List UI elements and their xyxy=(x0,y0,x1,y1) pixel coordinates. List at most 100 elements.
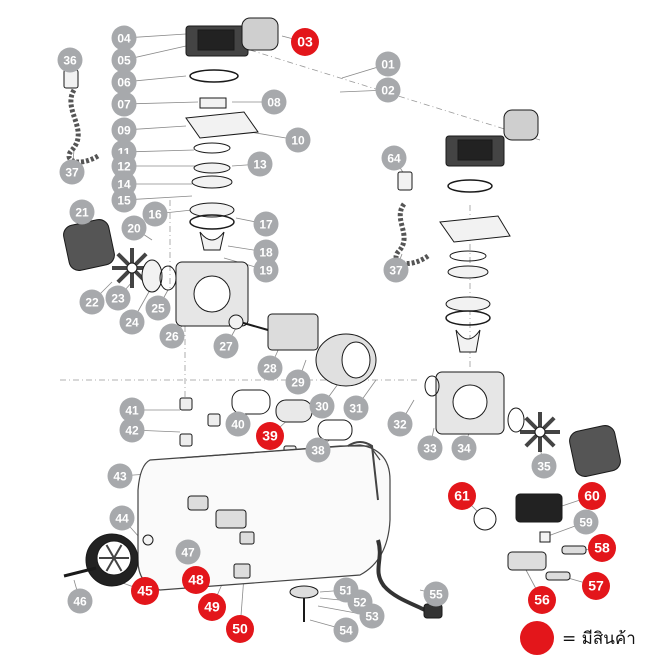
callout: 25 xyxy=(145,295,171,321)
reed-left xyxy=(199,97,227,109)
callout: 37 xyxy=(383,257,409,283)
callout-number: 03 xyxy=(297,34,313,50)
quick-coupler-57 xyxy=(545,571,571,581)
power-cord xyxy=(376,539,430,614)
legend-red-dot-icon xyxy=(520,621,554,655)
callout-circle xyxy=(213,333,239,359)
air-filter-left xyxy=(241,17,279,51)
callout-number: 19 xyxy=(259,264,273,278)
callout-number: 12 xyxy=(117,160,131,174)
callout-number: 40 xyxy=(231,418,245,432)
callout-number: 49 xyxy=(204,599,220,615)
callout-number: 21 xyxy=(75,206,89,220)
callout-circle xyxy=(448,482,476,510)
callout-circle xyxy=(109,505,135,531)
callout-number: 58 xyxy=(594,540,610,556)
callout-number: 54 xyxy=(339,624,353,638)
callout-number: 45 xyxy=(137,583,153,599)
callout: 53 xyxy=(359,603,385,629)
piston-left xyxy=(189,202,235,218)
callout-circle xyxy=(578,482,606,510)
callout: 40 xyxy=(225,411,251,437)
pressure-switch xyxy=(515,493,563,523)
valve-plate-right xyxy=(439,215,511,243)
callout-circle xyxy=(451,435,477,461)
legend: = มีสินค้า xyxy=(520,621,636,655)
callout: 07 xyxy=(111,91,137,117)
callout-circle xyxy=(381,145,407,171)
callout-circle xyxy=(256,422,284,450)
callout-number: 30 xyxy=(315,400,329,414)
safety-valve-59 xyxy=(539,531,551,543)
callout-circle xyxy=(111,91,137,117)
callout-circle xyxy=(225,411,251,437)
capacitor-40 xyxy=(231,389,271,415)
callout-number: 38 xyxy=(311,444,325,458)
callout-circle xyxy=(175,539,201,565)
ring-left-b xyxy=(193,162,231,174)
switch-49 xyxy=(239,531,255,545)
fan-hub xyxy=(126,262,138,274)
callout-number: 57 xyxy=(588,578,604,594)
callout-number: 44 xyxy=(115,512,129,526)
callout: 47 xyxy=(175,539,201,565)
callout-number: 36 xyxy=(63,54,77,68)
rotor-shaft xyxy=(239,321,269,331)
valve-plate-left xyxy=(185,111,259,139)
callout: 36 xyxy=(57,47,83,73)
callout-number: 07 xyxy=(117,98,131,112)
wheel-washer xyxy=(142,534,154,546)
callout: 29 xyxy=(285,369,311,395)
pressure-gauge xyxy=(473,507,497,531)
callout-number: 59 xyxy=(579,516,593,530)
callout: 28 xyxy=(257,355,283,381)
callout-circle xyxy=(528,586,556,614)
callout-circle xyxy=(79,289,105,315)
callout-number: 13 xyxy=(253,158,267,172)
callout: 43 xyxy=(107,463,133,489)
callout: 10 xyxy=(285,127,311,153)
callout-circle xyxy=(57,47,83,73)
callout-available: 50 xyxy=(226,615,254,643)
piston-ring-left xyxy=(189,214,235,230)
valve-50 xyxy=(233,563,251,579)
callout-circle xyxy=(247,151,273,177)
callout-number: 48 xyxy=(188,572,204,588)
callout: 30 xyxy=(309,393,335,419)
callout-number: 28 xyxy=(263,362,277,376)
callout-number: 31 xyxy=(349,402,363,416)
callout-number: 18 xyxy=(259,246,273,260)
seal-right xyxy=(507,407,525,433)
callout-circle xyxy=(417,435,443,461)
callout: 13 xyxy=(247,151,273,177)
head-gasket-left xyxy=(189,69,239,83)
callout-number: 51 xyxy=(339,584,353,598)
fitting-right xyxy=(397,171,413,191)
air-filter-right xyxy=(503,109,539,141)
damper-mount xyxy=(179,433,193,447)
callout-number: 16 xyxy=(148,208,162,222)
callout-number: 27 xyxy=(219,340,233,354)
callout: 35 xyxy=(531,453,557,479)
callout: 04 xyxy=(111,25,137,51)
callout-circle xyxy=(69,199,95,225)
callout: 44 xyxy=(109,505,135,531)
callout-available: 58 xyxy=(588,534,616,562)
callout-available: 45 xyxy=(131,577,159,605)
callout-number: 15 xyxy=(117,194,131,208)
callout: 01 xyxy=(375,51,401,77)
callout-number: 55 xyxy=(429,588,443,602)
callout: 64 xyxy=(381,145,407,171)
callout-circle xyxy=(111,25,137,51)
callout: 27 xyxy=(213,333,239,359)
fan-cover-right xyxy=(569,425,621,477)
callout-circle xyxy=(375,77,401,103)
callout: 06 xyxy=(111,69,137,95)
callout-number: 60 xyxy=(584,488,600,504)
callout-number: 46 xyxy=(73,595,87,609)
rotor-bearing xyxy=(228,314,244,330)
stator-bore xyxy=(341,341,371,379)
callout: 31 xyxy=(343,395,369,421)
callout-circle xyxy=(107,463,133,489)
